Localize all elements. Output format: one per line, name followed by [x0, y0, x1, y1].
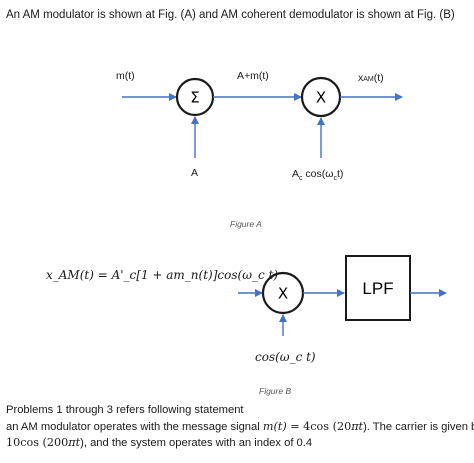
fig-a-input-label: m(t) — [116, 70, 135, 82]
fig-a-mid-label: A+m(t) — [237, 70, 269, 82]
fig-a-carrier-label: Ac cos(ωct) — [292, 168, 344, 183]
problem-line-3: 10cos (200πt), and the system operates w… — [6, 436, 313, 449]
problem-line-2: an AM modulator operates with the messag… — [6, 420, 474, 433]
fig-b-carrier-expression: cos(ω_c t) — [255, 350, 316, 364]
fig-b-input-expression: x_AM(t) = A'_c[1 + am_n(t)]cos(ω_c t) — [46, 268, 279, 282]
fig-a-summer-symbol: Σ — [190, 89, 199, 107]
fig-b-caption: Figure B — [259, 386, 292, 396]
problem-line-1: Problems 1 through 3 refers following st… — [6, 404, 244, 416]
lpf-label: LPF — [362, 279, 393, 298]
fig-a-multiplier-symbol: X — [316, 89, 326, 107]
lpf-block — [345, 255, 411, 321]
fig-a-output-label: xAM(t) — [358, 72, 384, 84]
problem-heading: An AM modulator is shown at Fig. (A) and… — [6, 9, 455, 21]
fig-a-caption: Figure A — [230, 219, 262, 229]
fig-b-multiplier-symbol: X — [278, 285, 288, 303]
fig-a-sum-input-label: A — [191, 167, 199, 179]
